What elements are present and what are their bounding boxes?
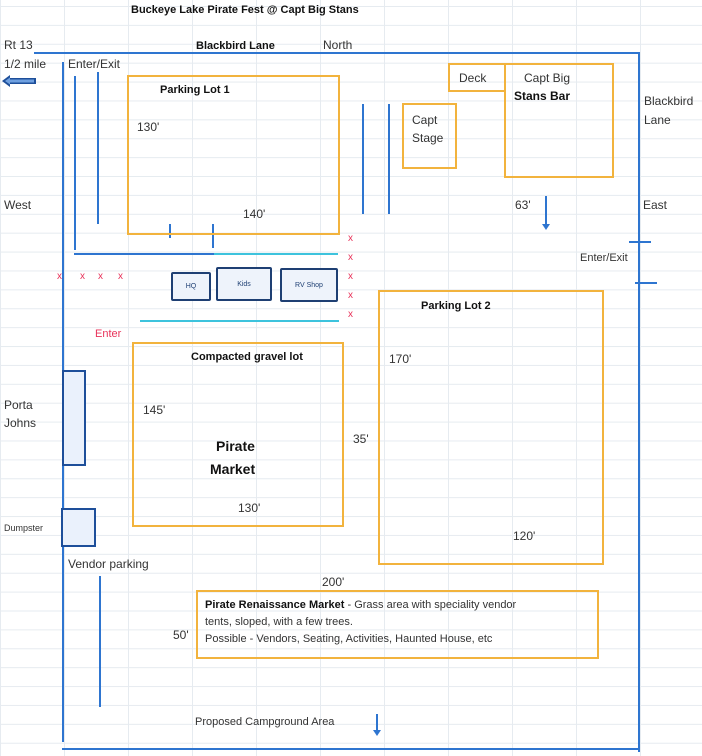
renaissance-width: 200' (322, 575, 345, 589)
x-marker: x (348, 290, 353, 301)
gate-marker (629, 241, 651, 243)
lane-line (388, 104, 390, 214)
blackbird-lane-east-label: Blackbird Lane (644, 94, 694, 127)
east-boundary-line (638, 52, 640, 752)
x-marker: x (57, 271, 62, 282)
west-enter-label: Enter (95, 328, 122, 340)
parking-lot-1 (127, 75, 340, 235)
bar-label-line1: Capt Big (524, 71, 571, 85)
pirate-market-lot (132, 342, 344, 527)
fence-line (214, 253, 338, 255)
x-marker: x (80, 271, 85, 282)
rt13-label: Rt 13 (4, 38, 33, 52)
left-arrow-icon (2, 75, 36, 87)
parking-lot-2-width: 120' (513, 529, 536, 543)
deck-label: Deck (459, 71, 487, 85)
south-boundary-line (62, 748, 640, 750)
pirate-market-line1: Pirate (216, 438, 255, 454)
north-label: North (323, 38, 353, 52)
renaissance-line1: Pirate Renaissance Market - Grass area w… (205, 599, 516, 611)
fence-line (140, 320, 339, 322)
gate-marker (635, 282, 657, 284)
blackbird-lane-north-label: Blackbird Lane (196, 40, 275, 52)
stage-label-line2: Stage (412, 131, 444, 145)
hq-building: HQ (171, 272, 211, 301)
dumpster-label: Dumpster (4, 523, 44, 533)
map-title: Buckeye Lake Pirate Fest @ Capt Big Stan… (131, 4, 359, 16)
pirate-market-line2: Market (210, 461, 256, 477)
gravel-lot-label: Compacted gravel lot (191, 351, 303, 363)
renaissance-desc2: tents, sloped, with a few trees. (205, 616, 353, 628)
parking-lot-1-label: Parking Lot 1 (160, 84, 230, 96)
renaissance-desc3: Possible - Vendors, Seating, Activities,… (205, 633, 493, 645)
east-enter-exit-label: Enter/Exit (580, 252, 628, 264)
down-arrow-icon (542, 196, 550, 230)
half-mile-label: 1/2 mile (4, 57, 47, 71)
parking-lot-1-width: 140' (243, 207, 266, 221)
entry-lane-line (97, 72, 99, 224)
gap-35: 35' (353, 432, 369, 446)
parking-lot-2 (378, 290, 604, 565)
capt-big-stans-bar (504, 63, 614, 178)
rv-shop-building: RV Shop (280, 268, 338, 302)
campground-label: Proposed Campground Area (195, 716, 335, 728)
capt-stage (402, 103, 457, 169)
x-marker: x (348, 233, 353, 244)
east-label: East (643, 198, 668, 212)
x-marker: x (348, 271, 353, 282)
gravel-lot-width: 130' (238, 501, 261, 515)
lane-line (74, 253, 216, 255)
porta-johns (62, 370, 86, 466)
dumpster (61, 508, 96, 547)
parking-lot-1-depth: 130' (137, 120, 160, 134)
x-marker: x (348, 252, 353, 263)
lane-line (362, 104, 364, 214)
down-arrow-icon (373, 714, 381, 736)
gravel-lot-depth: 145' (143, 403, 166, 417)
parking-lot-2-depth: 170' (389, 352, 412, 366)
vendor-parking-label: Vendor parking (68, 557, 149, 571)
dimension-63: 63' (515, 198, 531, 212)
kids-building: Kids (216, 267, 272, 301)
x-marker: x (98, 271, 103, 282)
x-marker: x (118, 271, 123, 282)
lot-tick (169, 224, 171, 238)
renaissance-desc1: - Grass area with speciality vendor (344, 599, 517, 611)
renaissance-title: Pirate Renaissance Market (205, 599, 345, 611)
porta-johns-line2: Johns (4, 416, 37, 430)
west-label: West (4, 198, 32, 212)
stage-label-line1: Capt (412, 113, 438, 127)
lot-tick (212, 224, 214, 248)
parking-lot-2-label: Parking Lot 2 (421, 300, 491, 312)
x-marker: x (348, 309, 353, 320)
renaissance-depth: 50' (173, 628, 189, 642)
north-boundary-line (34, 52, 640, 54)
porta-johns-line1: Porta (4, 398, 33, 412)
renaissance-market (196, 590, 599, 659)
entry-lane-line (74, 76, 76, 250)
vendor-parking-line (99, 576, 101, 707)
north-enter-exit-label: Enter/Exit (68, 57, 121, 71)
bar-label-line2: Stans Bar (514, 89, 571, 103)
